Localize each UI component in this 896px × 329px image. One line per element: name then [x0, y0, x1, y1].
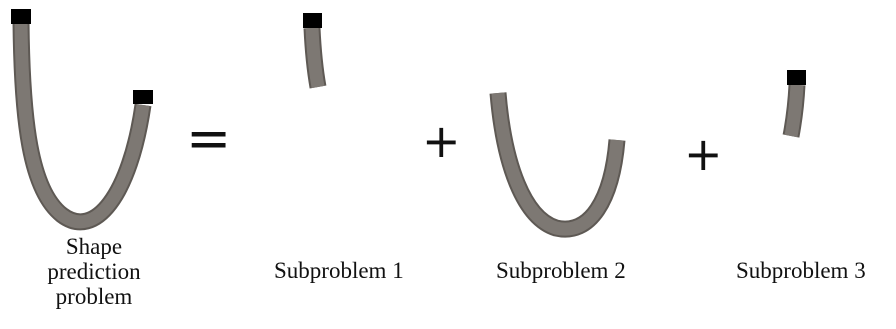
sub1-rod-body [305, 27, 325, 89]
plus-sign-2: + [684, 127, 723, 181]
subproblem-2-segment [489, 92, 626, 238]
sub3-end-cap [787, 70, 806, 85]
plus-sign-1: + [422, 114, 461, 168]
subproblem-3-segment [782, 70, 806, 138]
subproblem-3-label: Subproblem 3 [736, 258, 866, 283]
full-rod-body [14, 21, 150, 229]
shape-prediction-label: Shape prediction problem [14, 234, 174, 309]
shape-label-line-2: prediction [47, 259, 141, 284]
subproblem-1-segment [303, 13, 327, 89]
full-shape-rod [11, 9, 153, 231]
subproblem-2-label: Subproblem 2 [496, 258, 626, 283]
equals-sign: = [186, 107, 232, 170]
sub1-start-cap [303, 13, 322, 28]
full-rod-end-cap [133, 90, 153, 104]
shape-label-line-1: Shape [65, 234, 123, 259]
subproblem-1-label: Subproblem 1 [274, 258, 404, 283]
shape-label-line-3: problem [55, 284, 133, 309]
sub3-rod-body [784, 84, 804, 138]
sub2-rod-body [491, 92, 624, 236]
full-rod-start-cap [11, 9, 31, 24]
